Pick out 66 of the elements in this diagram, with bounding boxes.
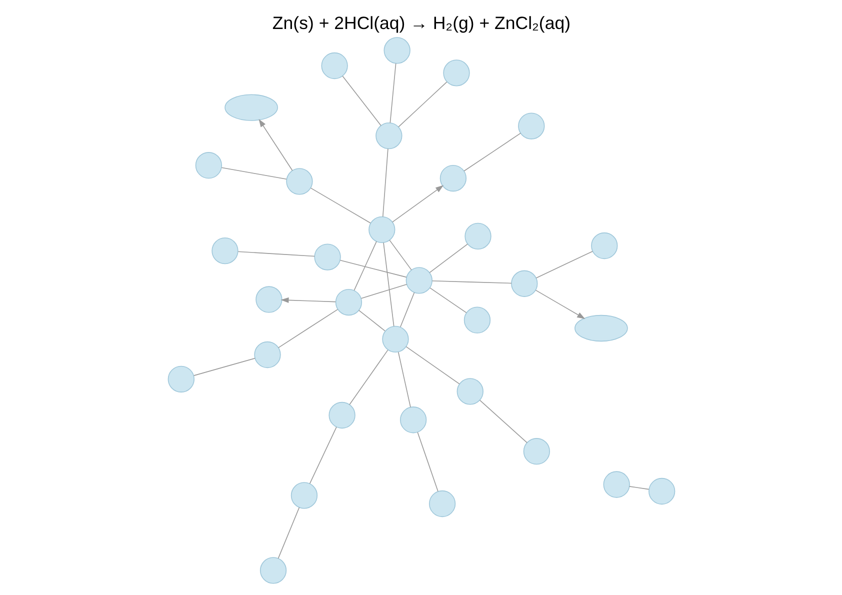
node-circle	[259, 557, 286, 584]
connector	[397, 352, 410, 408]
arrow	[392, 185, 444, 222]
node-circle	[456, 378, 483, 405]
connector	[405, 346, 460, 384]
node-circle	[254, 341, 280, 368]
node-circle	[522, 438, 550, 465]
connector	[431, 280, 512, 284]
connector	[428, 244, 468, 273]
connector	[382, 242, 394, 327]
node-ellipse	[574, 314, 628, 342]
node-ellipse	[224, 94, 278, 121]
node-circle	[290, 482, 318, 509]
connector	[308, 426, 336, 484]
node-circle	[463, 306, 490, 334]
connector	[237, 251, 314, 257]
connector	[416, 432, 438, 492]
node-circle	[590, 232, 618, 260]
connector	[310, 188, 370, 224]
connector	[278, 309, 338, 348]
connector	[535, 250, 592, 278]
connector	[388, 240, 412, 270]
node-circle	[428, 490, 456, 518]
connector	[339, 260, 406, 278]
node-circle	[405, 267, 432, 294]
connector	[399, 292, 414, 328]
arrow	[534, 290, 585, 319]
connector	[382, 148, 388, 218]
connector	[360, 284, 407, 299]
node-circle	[286, 168, 312, 195]
arrow	[258, 118, 292, 171]
arrow	[280, 297, 336, 303]
node-circle	[368, 216, 395, 244]
connector	[479, 400, 527, 444]
connector	[358, 310, 385, 332]
node-circle	[328, 402, 355, 429]
connector	[463, 132, 520, 172]
node-circle	[375, 122, 402, 150]
connector	[398, 82, 447, 128]
node-circle	[314, 244, 340, 270]
diagram-title: Zn(s) + 2HCl(aq) → H₂(g) + ZnCl₂(aq)	[272, 13, 570, 34]
node-circle	[602, 471, 630, 498]
connector	[348, 350, 388, 405]
node-circle	[255, 286, 282, 313]
node-circle	[383, 37, 410, 64]
node-circle	[464, 222, 491, 250]
node-circle	[648, 478, 675, 505]
connector	[389, 63, 396, 124]
node-circle	[320, 52, 348, 80]
node-circle	[334, 288, 362, 316]
node-circle	[439, 164, 466, 192]
node-circle	[442, 60, 470, 86]
node-circle	[518, 112, 544, 140]
connector	[628, 486, 649, 490]
connector	[353, 241, 376, 291]
connector	[193, 358, 255, 376]
node-circle	[382, 326, 408, 352]
connector	[342, 76, 381, 126]
node-circle	[399, 406, 426, 434]
connector	[220, 167, 286, 180]
connector	[277, 507, 300, 559]
node-circle	[211, 237, 238, 264]
node-circle	[194, 152, 222, 179]
node-circle	[510, 270, 538, 297]
connector	[429, 288, 466, 314]
node-circle	[167, 366, 194, 392]
